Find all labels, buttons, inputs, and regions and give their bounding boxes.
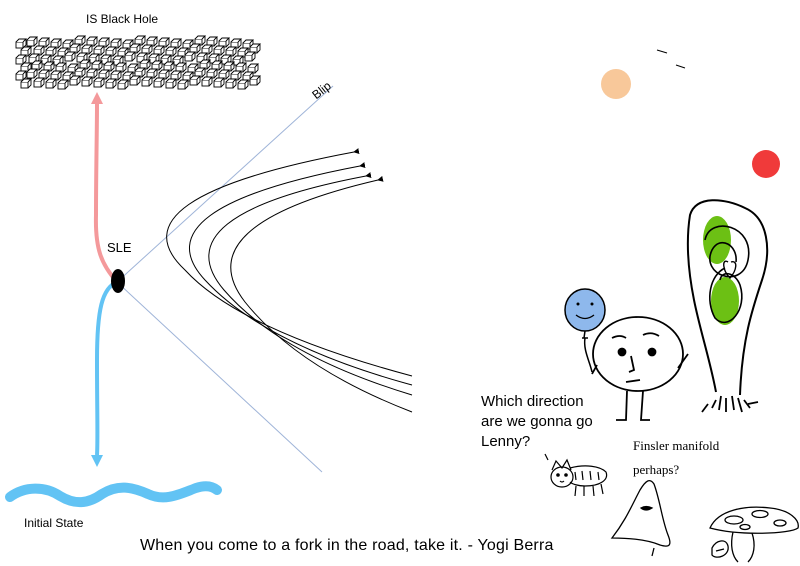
caption-line-1: Finsler manifold (633, 438, 720, 453)
caption-text: Finsler manifold perhaps? (633, 434, 743, 482)
trajectory-2 (188, 162, 413, 386)
light-cone-upper (116, 85, 334, 283)
initial-state-wave (5, 481, 222, 508)
peach-circle-icon (601, 69, 631, 99)
black-hole-label: IS Black Hole (86, 12, 159, 26)
speech-text: Which direction are we gonna go Lenny? (481, 392, 611, 452)
mark-1 (656, 49, 668, 54)
light-cone-lower (116, 281, 323, 473)
speech-line-1: Which direction (481, 393, 584, 410)
mushroom-icon (709, 506, 799, 563)
initial-state-label: Initial State (24, 516, 84, 530)
stick-figure-icon (591, 316, 689, 421)
mark-2 (675, 64, 686, 69)
balloon-icon (564, 288, 606, 373)
tree-icon (686, 199, 769, 413)
speech-line-3: Lenny? (481, 433, 531, 450)
trajectory-3 (208, 172, 413, 396)
sle-label: SLE (107, 240, 132, 255)
path-from-initial-state-arrowhead (91, 455, 103, 467)
sle-node (111, 269, 125, 293)
quote-text: When you come to a fork in the road, tak… (140, 537, 554, 554)
hooded-figure-icon (610, 479, 671, 557)
trajectory-1 (166, 148, 413, 377)
speech-line-2: are we gonna go (481, 413, 593, 430)
trajectory-4 (230, 175, 413, 413)
path-to-black-hole-arrowhead (91, 92, 103, 104)
black-hole-cubes-icon (15, 35, 261, 90)
red-circle-icon (752, 150, 780, 178)
path-from-initial-state (94, 280, 118, 456)
path-to-black-hole (93, 103, 119, 284)
cat-icon (544, 453, 608, 497)
caption-line-2: perhaps? (633, 462, 680, 477)
